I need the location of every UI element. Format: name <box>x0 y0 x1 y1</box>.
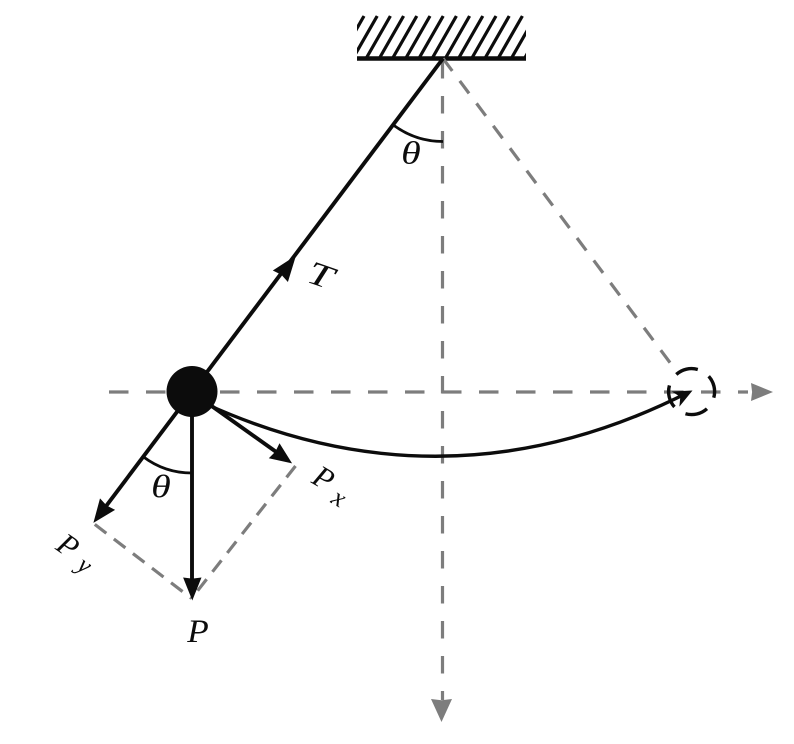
svg-text:T: T <box>303 255 342 298</box>
svg-text:Px: Px <box>303 458 358 514</box>
svg-text:θ: θ <box>401 135 421 170</box>
svg-text:Py: Py <box>48 525 104 580</box>
svg-text:P: P <box>186 614 209 650</box>
svg-text:θ: θ <box>151 469 171 504</box>
